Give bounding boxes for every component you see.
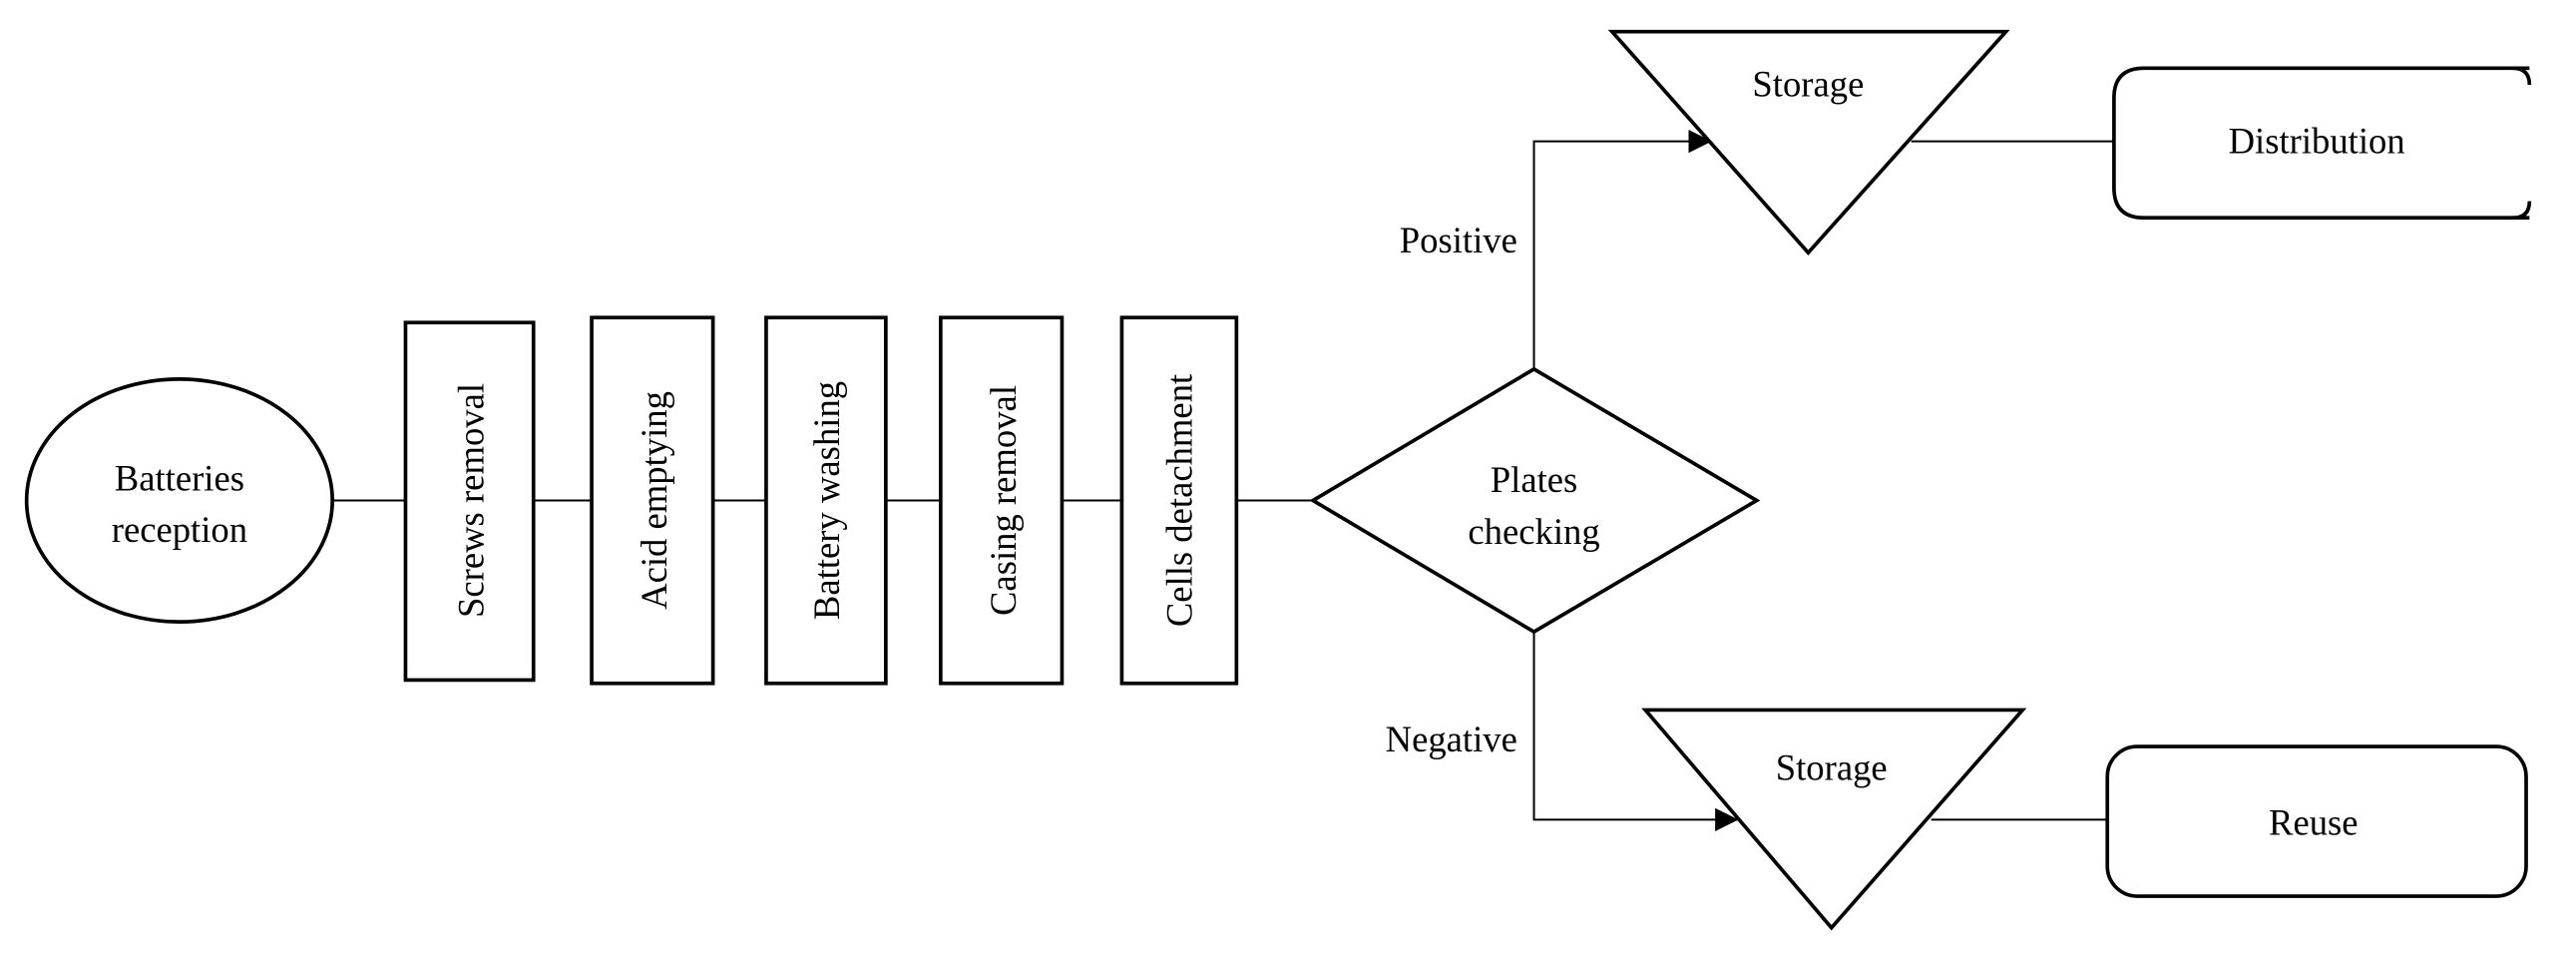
distribution-terminal: Distribution: [2112, 66, 2532, 221]
positive-branch-label: Positive: [1400, 220, 1517, 260]
connector-positive-arrow: [1532, 129, 1712, 369]
step-label: Screws removal: [451, 383, 492, 618]
step-label: Cells detachment: [1158, 374, 1199, 627]
batteries-reception-label-2: reception: [112, 509, 247, 550]
step-cells-detachment: Cells detachment: [1119, 315, 1239, 686]
plates-checking-label-1: Plates: [1491, 459, 1578, 500]
negative-branch-label: Negative: [1386, 719, 1517, 759]
step-label: Battery washing: [806, 381, 847, 620]
storage-label: Storage: [1752, 64, 1864, 105]
reuse-terminal: Reuse: [2105, 744, 2528, 898]
batteries-reception-node: Batteries reception: [24, 377, 334, 624]
storage-positive-node: Storage: [1607, 29, 2010, 256]
step-label: Casing removal: [983, 385, 1024, 616]
step-acid-emptying: Acid emptying: [590, 315, 715, 686]
storage-negative-node: Storage: [1641, 708, 2027, 931]
plates-checking-label-2: checking: [1468, 511, 1599, 552]
step-screws-removal: Screws removal: [403, 320, 536, 683]
distribution-label: Distribution: [2229, 120, 2405, 161]
reuse-label: Reuse: [2269, 801, 2359, 842]
step-label: Acid emptying: [634, 391, 674, 610]
batteries-reception-label-1: Batteries: [115, 457, 244, 498]
storage-label: Storage: [1776, 746, 1888, 787]
step-casing-removal: Casing removal: [939, 315, 1065, 686]
step-battery-washing: Battery washing: [764, 315, 888, 686]
plates-checking-decision: Plates checking: [1309, 366, 1761, 635]
connector-negative-arrow: [1532, 632, 1739, 832]
